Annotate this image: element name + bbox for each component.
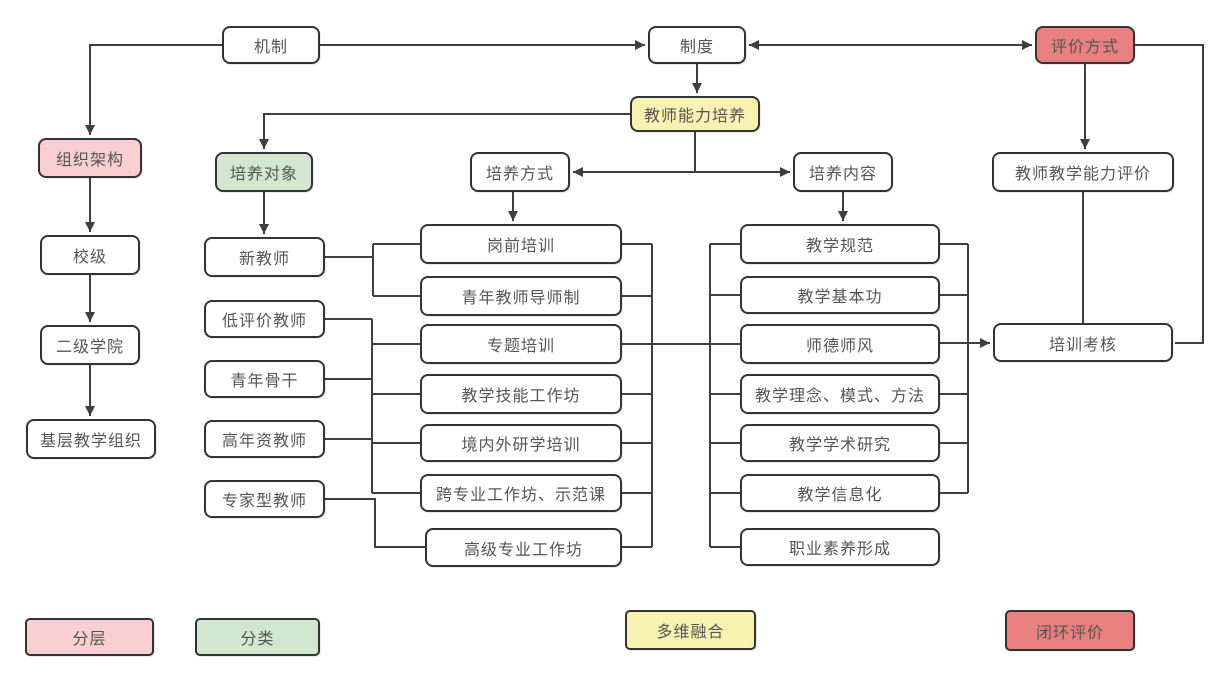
node-pre-job-training: 岗前培训: [420, 224, 622, 264]
node-young-backbone: 青年骨干: [204, 360, 325, 398]
node-mechanism: 机制: [222, 26, 320, 64]
node-secondary-college: 二级学院: [40, 325, 140, 365]
node-training-target: 培养对象: [215, 152, 313, 192]
node-domestic-overseas-study-training: 境内外研学培训: [420, 424, 622, 462]
node-training-assessment: 培训考核: [993, 323, 1173, 362]
loop-evaluation-method-training-assessment: [1135, 44, 1204, 344]
legend-layered: 分层: [25, 618, 154, 656]
node-senior-teacher: 高年资教师: [204, 420, 325, 458]
node-teaching-skills-workshop: 教学技能工作坊: [420, 374, 622, 414]
node-teaching-academic-research: 教学学术研究: [740, 424, 940, 462]
node-training-content: 培养内容: [793, 152, 893, 192]
node-teaching-informatization: 教学信息化: [740, 474, 940, 512]
node-teaching-ability-evaluation: 教师教学能力评价: [992, 152, 1174, 192]
legend-closed-loop-evaluation: 闭环评价: [1005, 610, 1135, 651]
node-new-teacher: 新教师: [204, 237, 325, 277]
legend-multidim-fusion: 多维融合: [625, 610, 756, 650]
node-expert-teacher: 专家型教师: [204, 480, 325, 518]
bus-expert-teacher-to-advanced-workshop: [325, 498, 425, 548]
node-cross-major-workshop-demo-class: 跨专业工作坊、示范课: [420, 474, 622, 512]
node-evaluation-method: 评价方式: [1035, 26, 1135, 64]
node-teaching-basic-skills: 教学基本功: [740, 276, 940, 314]
node-low-evaluation-teacher: 低评价教师: [204, 300, 325, 338]
node-advanced-professional-workshop: 高级专业工作坊: [425, 528, 622, 567]
bus-mid-teachers-to-methods: [325, 318, 420, 494]
node-professional-quality-formation: 职业素养形成: [740, 528, 940, 566]
node-system: 制度: [648, 26, 746, 64]
node-grassroots-teaching-org: 基层教学组织: [26, 419, 156, 459]
node-young-teacher-mentorship: 青年教师导师制: [420, 276, 622, 316]
bus-contents-right: [940, 243, 969, 494]
arrow-training-to-target: [259, 113, 630, 149]
arrow-training-to-method: [573, 132, 696, 177]
node-teaching-concepts-models-methods: 教学理念、模式、方法: [740, 374, 940, 414]
node-special-topic-training: 专题培训: [420, 324, 622, 364]
node-teaching-standards: 教学规范: [740, 224, 940, 264]
legend-classified: 分类: [195, 618, 320, 656]
node-school-level: 校级: [40, 235, 140, 275]
node-training-method: 培养方式: [470, 152, 570, 192]
node-teacher-ability-training: 教师能力培养: [630, 96, 760, 132]
bus-new-teacher-to-methods: [325, 243, 420, 297]
arrow-mechanism-to-org-structure: [85, 44, 222, 135]
bus-contents-left: [709, 243, 740, 548]
node-org-structure: 组织架构: [38, 138, 142, 178]
node-teacher-ethics: 师德师风: [740, 324, 940, 364]
bus-methods-right: [622, 243, 740, 548]
